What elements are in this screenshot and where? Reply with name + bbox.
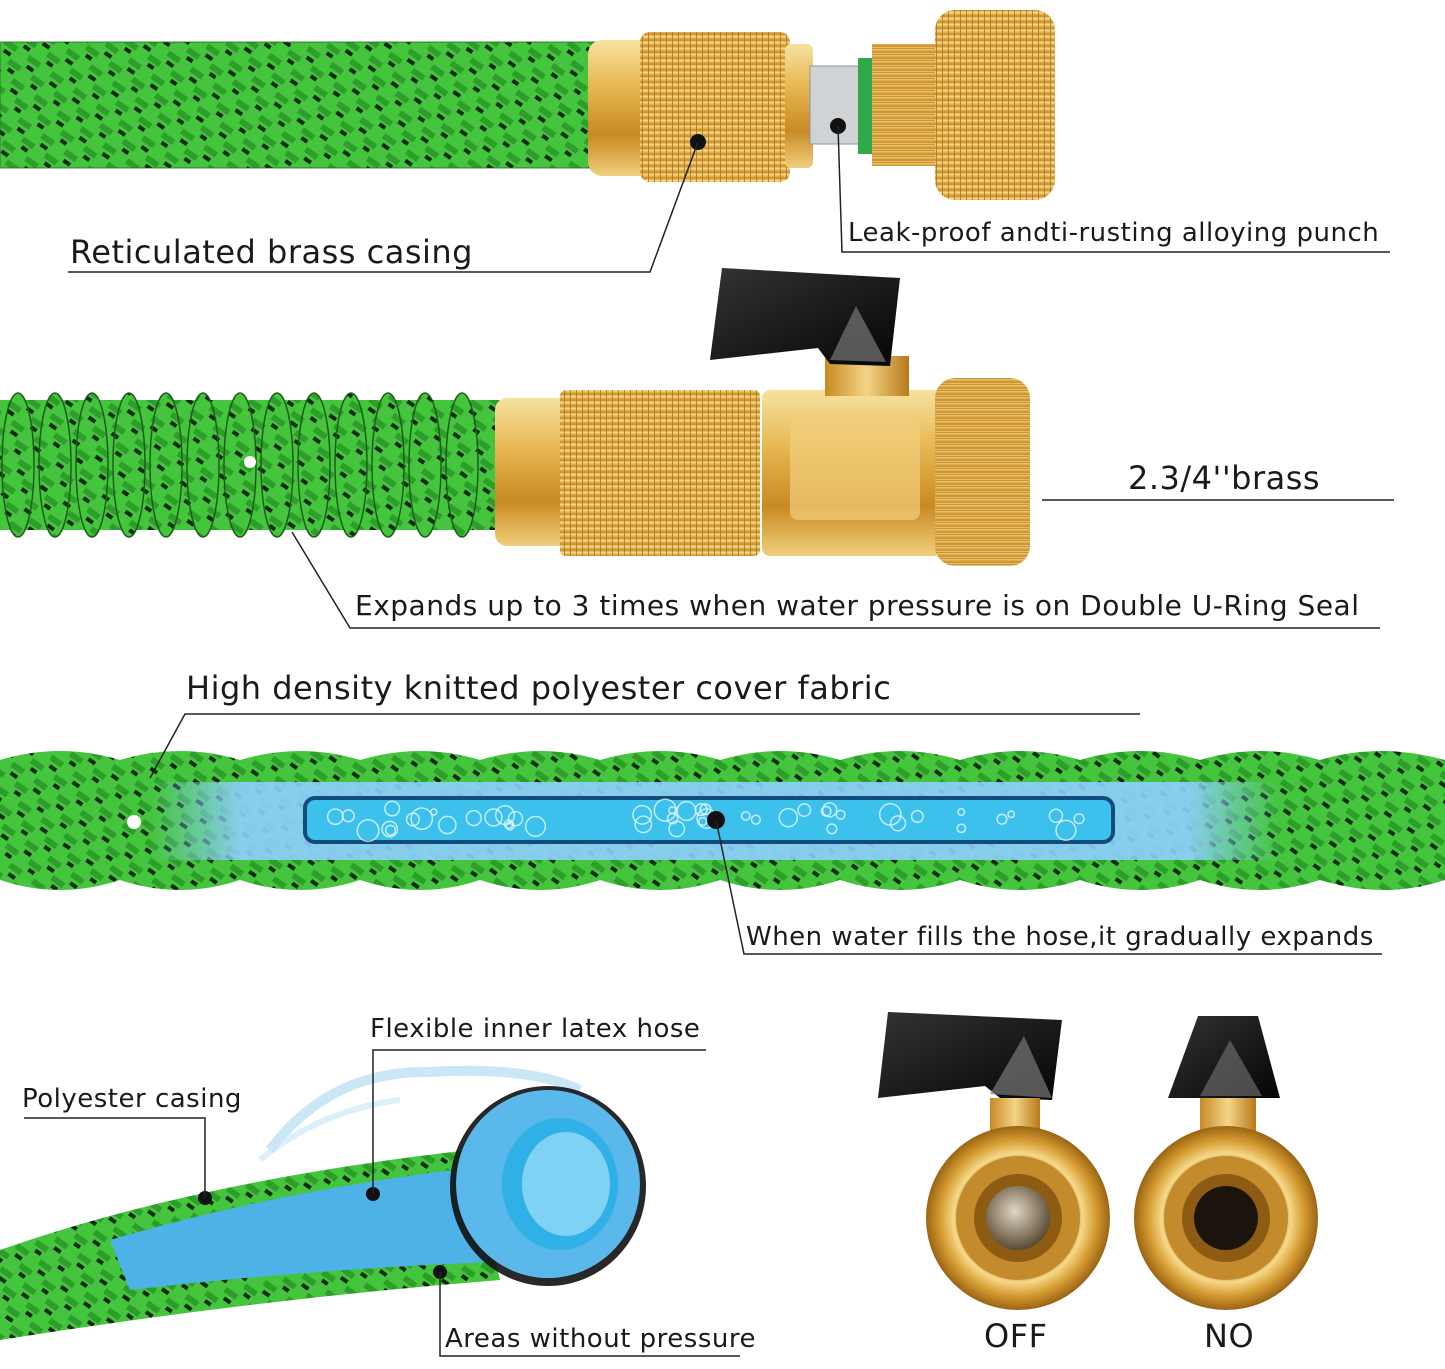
bubble xyxy=(484,808,503,827)
water-splash-icon xyxy=(266,1065,583,1154)
bubble xyxy=(1055,819,1077,841)
label-brass-casing: Reticulated brass casing xyxy=(70,233,473,271)
bubble xyxy=(826,823,838,835)
brass-sleeve xyxy=(495,398,575,546)
bubble xyxy=(507,810,524,827)
bubble xyxy=(384,800,401,817)
bubble xyxy=(1048,808,1064,824)
hose-rib xyxy=(334,392,368,538)
hose-rib xyxy=(112,392,146,538)
bubble xyxy=(797,803,812,818)
label-poly-casing: Polyester casing xyxy=(22,1084,242,1114)
bubble xyxy=(694,802,708,817)
hose-rib xyxy=(186,392,220,538)
label-cover-fabric: High density knitted polyester cover fab… xyxy=(186,669,892,707)
label-expands: Expands up to 3 times when water pressur… xyxy=(355,589,1360,622)
hose-rib xyxy=(223,392,257,538)
bubble xyxy=(634,815,653,834)
bubble xyxy=(956,823,967,834)
hose-rib xyxy=(371,392,405,538)
bubble xyxy=(889,815,907,832)
bubble-icon xyxy=(326,798,1085,843)
bubble xyxy=(405,812,420,827)
hose-rib xyxy=(408,392,442,538)
section-valve xyxy=(0,268,1394,629)
hose-rib xyxy=(149,392,183,538)
bubble xyxy=(430,808,438,816)
bubble xyxy=(326,808,344,826)
label-brass-size: 2.3/4''brass xyxy=(1128,459,1321,497)
bubble xyxy=(438,815,457,835)
bubble xyxy=(410,807,434,831)
bubble xyxy=(778,807,799,828)
section-top-connector xyxy=(0,10,1390,273)
male-thread xyxy=(935,378,1030,566)
bubble xyxy=(524,815,547,838)
bubble xyxy=(666,812,679,825)
section-inner-hose xyxy=(0,1049,740,1357)
braided-hose-segment xyxy=(0,42,600,168)
bubble xyxy=(505,821,515,831)
bubble xyxy=(381,820,399,838)
bubble xyxy=(878,802,902,826)
threaded-nut xyxy=(872,44,942,166)
bubble xyxy=(1073,813,1085,825)
bubble xyxy=(653,798,677,822)
bubble xyxy=(465,809,482,827)
hose-rib xyxy=(445,392,479,538)
hose-rib xyxy=(260,392,294,538)
label-valve-off: OFF xyxy=(984,1317,1048,1355)
section-expansion xyxy=(0,713,1445,955)
label-no-pressure: Areas without pressure xyxy=(445,1324,756,1354)
label-inner-hose: Flexible inner latex hose xyxy=(370,1014,701,1044)
hose-rib xyxy=(297,392,331,538)
valve-on-illustration xyxy=(1134,1016,1318,1310)
bubble xyxy=(668,820,686,838)
valve-off-illustration xyxy=(878,1012,1110,1310)
label-water-fills: When water fills the hose,it gradually e… xyxy=(746,922,1374,952)
hose-rib xyxy=(75,392,109,538)
label-alloy-punch: Leak-proof andti-rusting alloying punch xyxy=(848,218,1380,248)
bubble xyxy=(632,804,653,825)
bubble xyxy=(1007,810,1016,819)
bubble xyxy=(835,809,846,820)
bubble xyxy=(698,816,708,827)
bubble xyxy=(384,824,397,836)
bubble xyxy=(820,805,832,817)
bubble xyxy=(494,805,516,826)
bubble xyxy=(356,819,380,843)
bubble xyxy=(957,807,966,817)
bubble xyxy=(750,814,762,825)
bubble xyxy=(910,809,924,823)
bubble xyxy=(740,810,751,821)
bubble xyxy=(996,813,1008,825)
hose-rib xyxy=(1,392,35,538)
inner-latex-hose xyxy=(110,1168,490,1290)
bubble xyxy=(821,802,838,818)
label-valve-on: NO xyxy=(1204,1317,1255,1355)
hose-rib xyxy=(38,392,72,538)
